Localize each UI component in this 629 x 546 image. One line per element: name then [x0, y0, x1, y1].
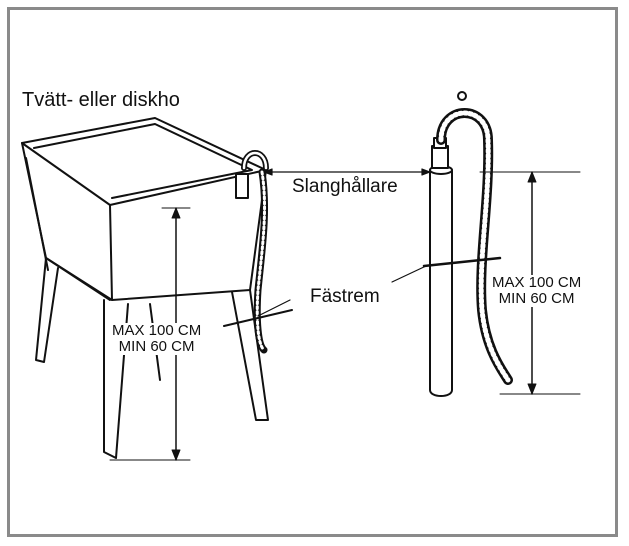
strap-label: Fästrem — [308, 286, 382, 307]
wash-tub — [21, 117, 269, 459]
leader-lines — [257, 168, 431, 317]
hose-holder-label: Slanghållare — [290, 176, 400, 197]
hose-in-standpipe — [436, 91, 513, 385]
max-height-right: MAX 100 CM — [492, 274, 582, 291]
max-height-left: MAX 100 CM — [112, 322, 202, 339]
diagram-frame — [7, 7, 618, 537]
sink-label: Tvätt- eller diskho — [22, 89, 180, 111]
height-range-right: MAX 100 CM MIN 60 CM — [492, 274, 582, 307]
height-dimension-right — [479, 171, 581, 395]
height-range-left: MAX 100 CM MIN 60 CM — [112, 322, 202, 355]
standpipe — [429, 137, 453, 397]
min-height-right: MIN 60 CM — [498, 289, 575, 307]
min-height-left: MIN 60 CM — [118, 337, 195, 355]
hose-on-sink — [223, 150, 293, 354]
strap-band — [422, 256, 502, 268]
